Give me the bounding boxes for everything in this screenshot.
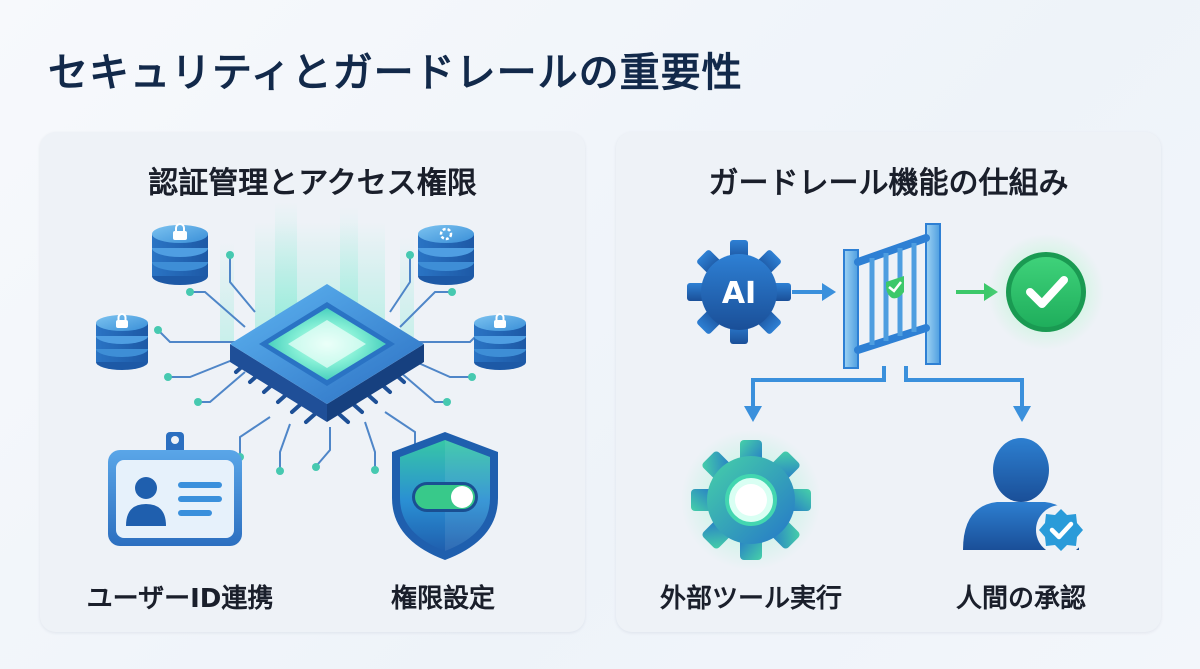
user-verified-icon <box>963 438 1086 555</box>
arrow-ai-to-gate <box>792 283 836 301</box>
database-lock-icon <box>474 313 526 370</box>
user-id-label: ユーザーID連携 <box>86 584 274 614</box>
shield-toggle-icon <box>392 432 498 560</box>
ai-gear-icon: AI <box>687 240 791 344</box>
arrow-to-person <box>1013 406 1031 422</box>
ai-gear-label: AI <box>722 276 756 311</box>
external-tool-label: 外部ツール実行 <box>659 584 843 614</box>
circuit-traces <box>159 257 481 468</box>
branch-arrows <box>751 366 1024 410</box>
check-circle-icon <box>988 234 1104 350</box>
guardrail-panel: ガードレール機能の仕組み <box>616 132 1161 632</box>
auth-panel: 認証管理とアクセス権限 <box>40 132 585 632</box>
guard-gate-icon <box>843 223 941 369</box>
gear-icon <box>681 430 821 570</box>
id-card-icon <box>108 432 242 546</box>
guardrail-diagram: AI <box>681 223 1104 570</box>
database-lock-icon <box>96 313 148 370</box>
permission-label: 権限設定 <box>390 584 496 614</box>
auth-diagram <box>96 202 526 560</box>
cpu-chip-icon <box>230 284 424 424</box>
guardrail-panel-title: ガードレール機能の仕組み <box>708 166 1069 201</box>
page-title: セキュリティとガードレールの重要性 <box>48 50 743 96</box>
database-lock-icon <box>152 223 208 285</box>
human-approval-label: 人間の承認 <box>955 584 1087 614</box>
arrow-to-gear <box>744 406 762 422</box>
auth-panel-title: 認証管理とアクセス権限 <box>148 166 477 201</box>
database-gear-icon <box>418 225 474 285</box>
